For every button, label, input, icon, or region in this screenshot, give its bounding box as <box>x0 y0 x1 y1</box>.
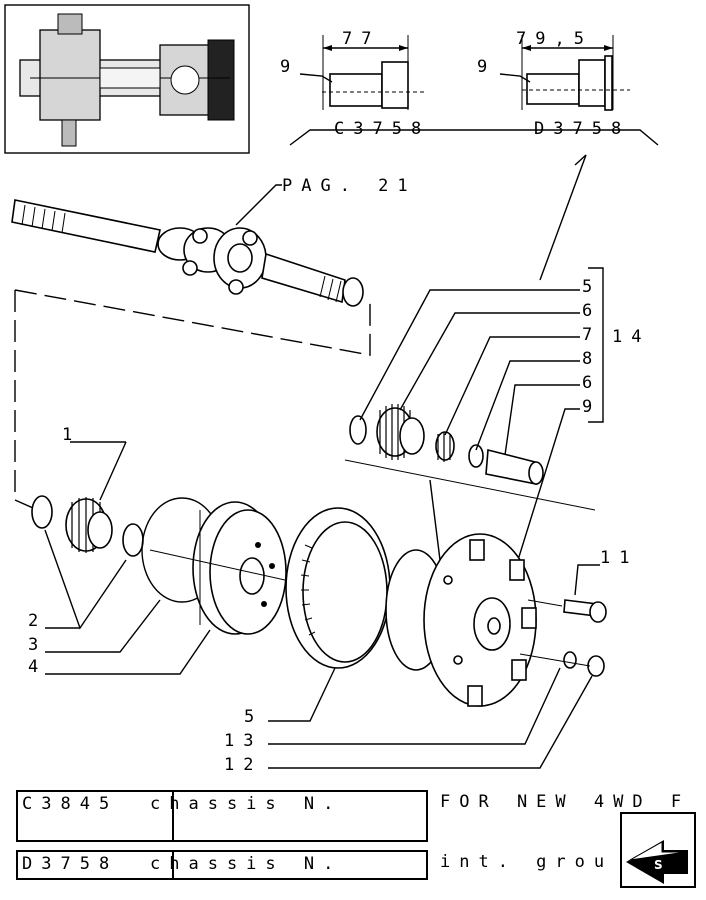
callout-6b[interactable]: 8 <box>582 349 592 369</box>
inset-bracket <box>289 129 659 146</box>
callout-10[interactable]: 14 <box>612 327 650 347</box>
callout-5[interactable]: 5 <box>244 707 254 727</box>
axle-thumbnail[interactable] <box>4 4 250 154</box>
note-code-2: D3758 <box>22 854 119 874</box>
note-text-1: chassis N. <box>150 794 343 814</box>
planet-gear-subassembly <box>344 404 596 511</box>
internal-ring <box>285 507 391 669</box>
note-row-2: D3758 chassis N. <box>16 850 428 880</box>
group-bracket-10 <box>588 267 604 423</box>
dimension-label-left: 77 <box>342 29 380 49</box>
note-code-1: C3845 <box>22 794 119 814</box>
note-row-1: C3845 chassis N. <box>16 790 428 842</box>
pin-left-ref-label: 9 <box>280 57 290 77</box>
callout-4[interactable]: 4 <box>28 657 38 677</box>
page-reference-label[interactable]: PAG. 21 <box>282 176 417 196</box>
callout-9[interactable]: 6 <box>582 373 592 393</box>
fasteners <box>519 564 607 677</box>
nav-letter: S <box>654 858 663 872</box>
callout-labels-lower: 1 2 3 4 5 13 12 11 <box>28 425 638 775</box>
pin-inset-c3758: 77 9 C3758 <box>280 29 430 139</box>
axle-thumbnail-drawing <box>19 13 235 147</box>
note-text-2: chassis N. <box>150 854 343 874</box>
driveshaft-assembly: PAG. 21 <box>11 176 417 307</box>
leader-lines-upper <box>359 289 580 561</box>
callout-13[interactable]: 13 <box>224 731 262 751</box>
page-forward-arrow-icon[interactable]: S <box>620 812 696 888</box>
note-side-1: FOR NEW 4WD F <box>440 792 691 812</box>
callout-1[interactable]: 1 <box>62 425 72 445</box>
callout-6a[interactable]: 5 <box>582 277 592 297</box>
callout-12[interactable]: 12 <box>224 755 262 775</box>
pin-inset-d3758: 79,5 9 D3758 <box>477 29 630 139</box>
callout-7[interactable]: 6 <box>582 301 592 321</box>
callout-2[interactable]: 2 <box>28 611 38 631</box>
ring-gear-hub <box>149 501 331 635</box>
sun-gear-group <box>31 495 223 603</box>
note-side-2: int. grou <box>440 852 614 872</box>
callout-14[interactable]: 9 <box>582 397 601 417</box>
callout-8[interactable]: 7 <box>582 325 592 345</box>
callout-11[interactable]: 11 <box>600 548 638 568</box>
callout-3[interactable]: 3 <box>28 635 38 655</box>
planet-carrier <box>385 479 537 707</box>
callout-labels-upper: 5 6 7 8 6 9 14 <box>582 277 650 417</box>
dimension-label-right: 79,5 <box>516 29 593 49</box>
code-label-right: D3758 <box>534 119 630 139</box>
leader-lines-lower <box>44 441 593 769</box>
code-label-left: C3758 <box>334 119 430 139</box>
pin-right-ref-label: 9 <box>477 57 487 77</box>
